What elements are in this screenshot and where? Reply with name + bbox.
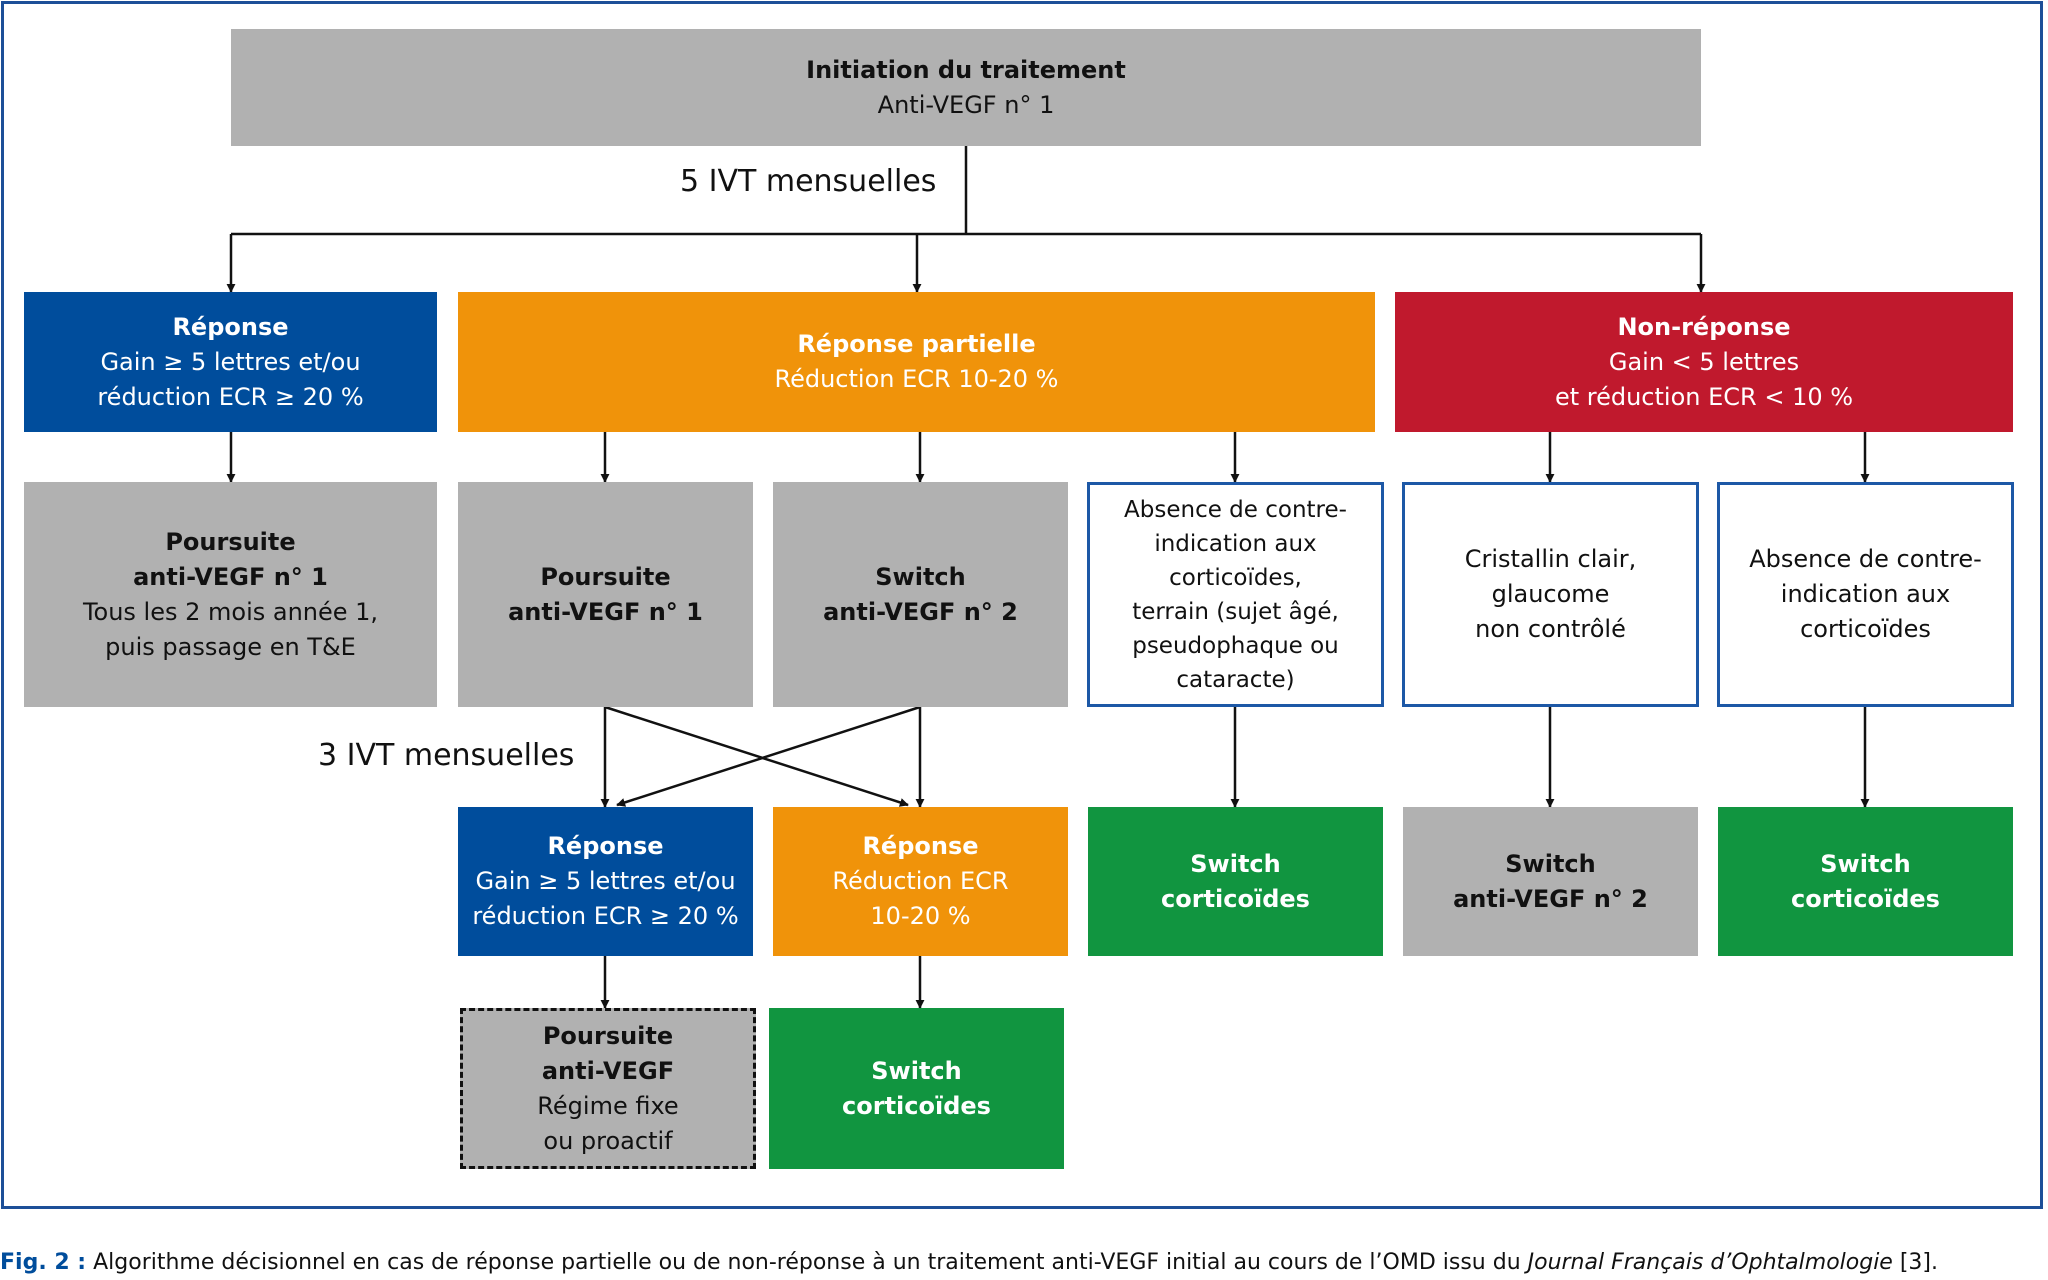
nr-cond-2-line-2: indication aux: [1780, 580, 1951, 608]
response-box: Réponse Gain ≥ 5 lettres et/ou réduction…: [24, 292, 437, 432]
nonresponse-box: Non-réponse Gain < 5 lettres et réductio…: [1395, 292, 2013, 432]
final-continue-title-2: anti-VEGF: [541, 1056, 675, 1085]
connector-arrows: [226, 146, 1870, 1009]
final-switch-steroid-box: Switch corticoïdes: [769, 1008, 1064, 1169]
continue-1-title-1: Poursuite: [165, 527, 296, 556]
continue-1-title-2: anti-VEGF n° 1: [133, 562, 328, 591]
partial-title: Réponse partielle: [797, 330, 1036, 358]
partial2-line-1: Réduction ECR: [832, 867, 1009, 895]
nr-cond-2-line-3: corticoïdes: [1800, 615, 1931, 643]
switch-steroid-2-title-1: Switch: [1820, 849, 1911, 878]
steroid-cond-line-2: indication aux: [1154, 530, 1317, 557]
partial-continue-box: Poursuite anti-VEGF n° 1: [458, 482, 753, 707]
switch-anti2-title-1: Switch: [1505, 849, 1596, 878]
nonresponse-condition-2-box: Absence de contre- indication aux cortic…: [1717, 482, 2014, 707]
switch-steroid-1-title-2: corticoïdes: [1161, 884, 1310, 913]
start-title: Initiation du traitement: [806, 55, 1126, 84]
steroid-cond-line-4: terrain (sujet âgé,: [1132, 598, 1339, 625]
response-line-1: Gain ≥ 5 lettres et/ou: [100, 347, 361, 376]
nr-cond-1-line-1: Cristallin clair,: [1464, 545, 1637, 573]
continue-1-line-1: Tous les 2 mois année 1,: [82, 597, 379, 626]
partial-switch-title-1: Switch: [875, 562, 966, 591]
caption-journal: Journal Français d’Ophtalmologie: [1527, 1250, 1893, 1275]
switch-anti-vegf-2-box: Switch anti-VEGF n° 2: [1403, 807, 1698, 956]
nr-cond-2-line-1: Absence de contre-: [1749, 545, 1982, 573]
caption-fig-number: Fig. 2 :: [0, 1250, 87, 1275]
final-switch-title-2: corticoïdes: [842, 1091, 991, 1120]
nonresponse-title: Non-réponse: [1617, 312, 1791, 341]
nonresponse-condition-1-box: Cristallin clair, glaucome non contrôlé: [1402, 482, 1699, 707]
switch-anti2-title-2: anti-VEGF n° 2: [1453, 884, 1648, 913]
arrow-continue-partial2: [604, 705, 909, 807]
label-5-ivt: 5 IVT mensuelles: [676, 164, 941, 200]
partial-switch-title-2: anti-VEGF n° 2: [823, 597, 1018, 626]
steroid-cond-line-6: cataracte): [1176, 666, 1295, 693]
response-title: Réponse: [172, 312, 289, 341]
partial-line: Réduction ECR 10-20 %: [774, 365, 1059, 393]
partial-response-box: Réponse partielle Réduction ECR 10-20 %: [458, 292, 1375, 432]
caption-text: Algorithme décisionnel en cas de réponse…: [86, 1250, 1528, 1275]
steroid-cond-line-5: pseudophaque ou: [1132, 632, 1339, 659]
resp2-title: Réponse: [547, 832, 664, 860]
label-3-ivt: 3 IVT mensuelles: [316, 738, 577, 774]
final-switch-title-1: Switch: [871, 1056, 962, 1085]
resp2-line-1: Gain ≥ 5 lettres et/ou: [475, 867, 736, 895]
arrow-switch-response2: [616, 705, 921, 807]
caption-ref: [3].: [1892, 1250, 1938, 1275]
partial-continue-title-2: anti-VEGF n° 1: [508, 597, 703, 626]
partial-continue-title-1: Poursuite: [540, 562, 671, 591]
diagram-frame: [1, 1, 2043, 1209]
continue-1-line-2: puis passage en T&E: [105, 632, 356, 661]
nr-cond-1-line-2: glaucome: [1491, 580, 1610, 608]
continue-anti-vegf-1-box: Poursuite anti-VEGF n° 1 Tous les 2 mois…: [24, 482, 437, 707]
nonresponse-line-2: et réduction ECR < 10 %: [1554, 382, 1854, 411]
final-continue-line-2: ou proactif: [543, 1126, 673, 1155]
start-line: Anti-VEGF n° 1: [877, 90, 1055, 119]
second-partial-response-box: Réponse Réduction ECR 10-20 %: [773, 807, 1068, 956]
final-continue-line-1: Régime fixe: [537, 1091, 679, 1120]
nr-cond-1-line-3: non contrôlé: [1475, 615, 1626, 643]
nonresponse-line-1: Gain < 5 lettres: [1608, 347, 1800, 376]
figure-caption: Fig. 2 : Algorithme décisionnel en cas d…: [0, 1248, 2048, 1278]
partial2-title: Réponse: [862, 832, 979, 860]
final-continue-title-1: Poursuite: [542, 1021, 674, 1050]
partial2-line-2: 10-20 %: [870, 902, 971, 930]
partial-steroid-condition-box: Absence de contre- indication aux cortic…: [1087, 482, 1384, 707]
steroid-cond-line-3: corticoïdes,: [1169, 564, 1302, 591]
switch-steroid-2-title-2: corticoïdes: [1791, 884, 1940, 913]
switch-steroid-box-2: Switch corticoïdes: [1718, 807, 2013, 956]
final-continue-box: Poursuite anti-VEGF Régime fixe ou proac…: [460, 1008, 756, 1169]
second-response-box: Réponse Gain ≥ 5 lettres et/ou réduction…: [458, 807, 753, 956]
response-line-2: réduction ECR ≥ 20 %: [97, 382, 364, 411]
switch-steroid-box-1: Switch corticoïdes: [1088, 807, 1383, 956]
partial-switch-box: Switch anti-VEGF n° 2: [773, 482, 1068, 707]
resp2-line-2: réduction ECR ≥ 20 %: [472, 902, 739, 930]
steroid-cond-line-1: Absence de contre-: [1124, 496, 1347, 523]
switch-steroid-1-title-1: Switch: [1190, 849, 1281, 878]
start-box: Initiation du traitement Anti-VEGF n° 1: [231, 29, 1701, 146]
